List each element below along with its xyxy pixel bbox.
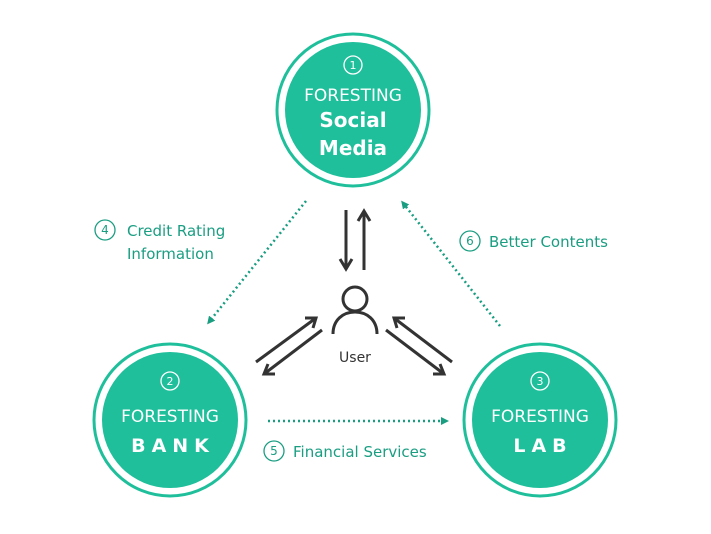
- user-group: User: [331, 285, 379, 366]
- flow-arrow-credit-rating: [207, 200, 307, 325]
- flow-credit-number-badge: [94, 219, 116, 241]
- arrow-bank-to-user: [255, 316, 319, 364]
- node-bank-number-badge: [160, 371, 180, 391]
- node-social-media-number: 1: [350, 59, 357, 72]
- arrow-user-to-bank: [261, 328, 323, 376]
- node-lab-ring: [462, 342, 618, 498]
- node-bank-number: 2: [167, 375, 174, 388]
- node-social-media-circle: [285, 42, 421, 178]
- flow-financial-label: Financial Services: [293, 443, 427, 461]
- node-social-media-brand: FORESTING: [304, 86, 402, 106]
- node-lab-number-badge: [530, 371, 550, 391]
- node-bank-circle: [102, 352, 238, 488]
- flow-label-better-contents: 6 Better Contents: [459, 230, 608, 252]
- node-lab-name: LAB: [513, 435, 572, 457]
- flow-label-financial-services: 5 Financial Services: [263, 440, 427, 462]
- node-social-media-number-badge: [343, 55, 363, 75]
- arrow-social-to-user: [338, 210, 354, 272]
- node-lab: 3 FORESTING LAB: [462, 342, 618, 498]
- node-social-media-name-line1: Social: [319, 108, 386, 132]
- node-bank: 2 FORESTING BANK: [92, 342, 248, 498]
- flow-contents-label: Better Contents: [489, 233, 608, 251]
- node-lab-circle: [472, 352, 608, 488]
- arrow-lab-to-user: [391, 316, 453, 364]
- node-bank-name: BANK: [131, 435, 215, 457]
- node-social-media: 1 FORESTING Social Media: [275, 32, 431, 188]
- node-bank-brand: FORESTING: [121, 407, 219, 427]
- flow-credit-line1: Credit Rating: [127, 222, 225, 240]
- flow-contents-number-badge: [459, 230, 481, 252]
- node-social-media-name-line2: Media: [319, 136, 387, 160]
- flow-financial-number-badge: [263, 440, 285, 462]
- flow-credit-line2: Information: [127, 245, 214, 263]
- flow-label-credit-rating: 4 Credit Rating Information: [94, 219, 225, 263]
- flow-contents-number: 6: [466, 234, 474, 248]
- flow-financial-number: 5: [270, 444, 278, 458]
- user-icon: [331, 285, 379, 335]
- node-social-media-ring: [275, 32, 431, 188]
- node-lab-brand: FORESTING: [491, 407, 589, 427]
- user-label: User: [339, 350, 371, 366]
- arrow-user-to-lab: [385, 328, 447, 376]
- node-bank-ring: [92, 342, 248, 498]
- arrow-user-to-social: [356, 208, 372, 270]
- flow-credit-number: 4: [101, 223, 109, 237]
- node-lab-number: 3: [537, 375, 544, 388]
- flow-arrow-better-contents: [401, 200, 501, 327]
